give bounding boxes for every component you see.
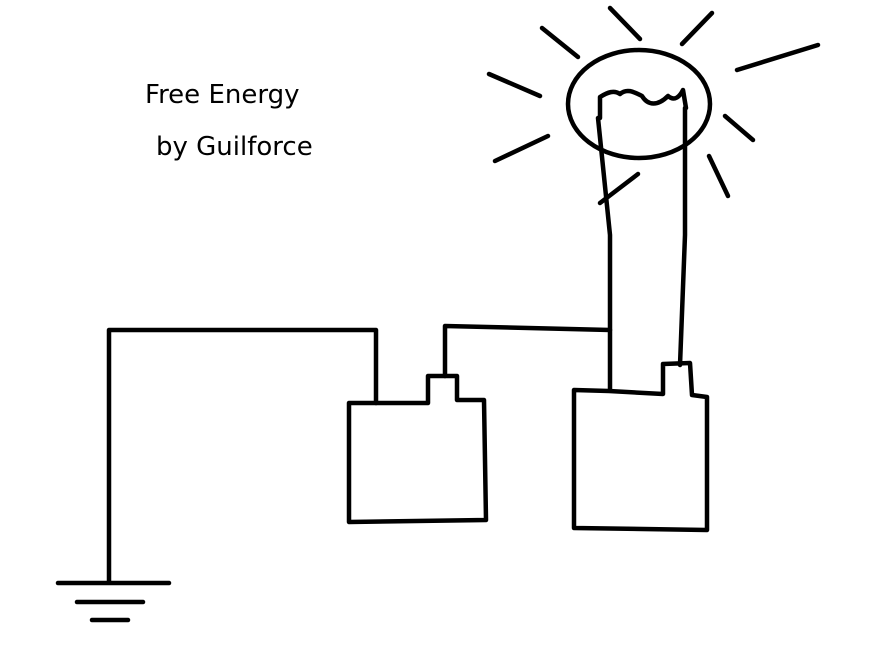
ground-wire (106, 327, 379, 585)
bulb-lead-left (595, 115, 613, 393)
filament (597, 87, 689, 121)
diagram-title: Free Energy (145, 80, 300, 110)
battery-right (571, 360, 710, 533)
connecting-wire (442, 323, 613, 379)
bulb-lead-right (677, 105, 688, 368)
battery-left (346, 373, 489, 525)
diagram-author: by Guilforce (156, 132, 313, 162)
light-bulb-icon (565, 47, 713, 161)
glow-rays-icon (486, 5, 821, 206)
ground-symbol-icon (55, 580, 172, 623)
